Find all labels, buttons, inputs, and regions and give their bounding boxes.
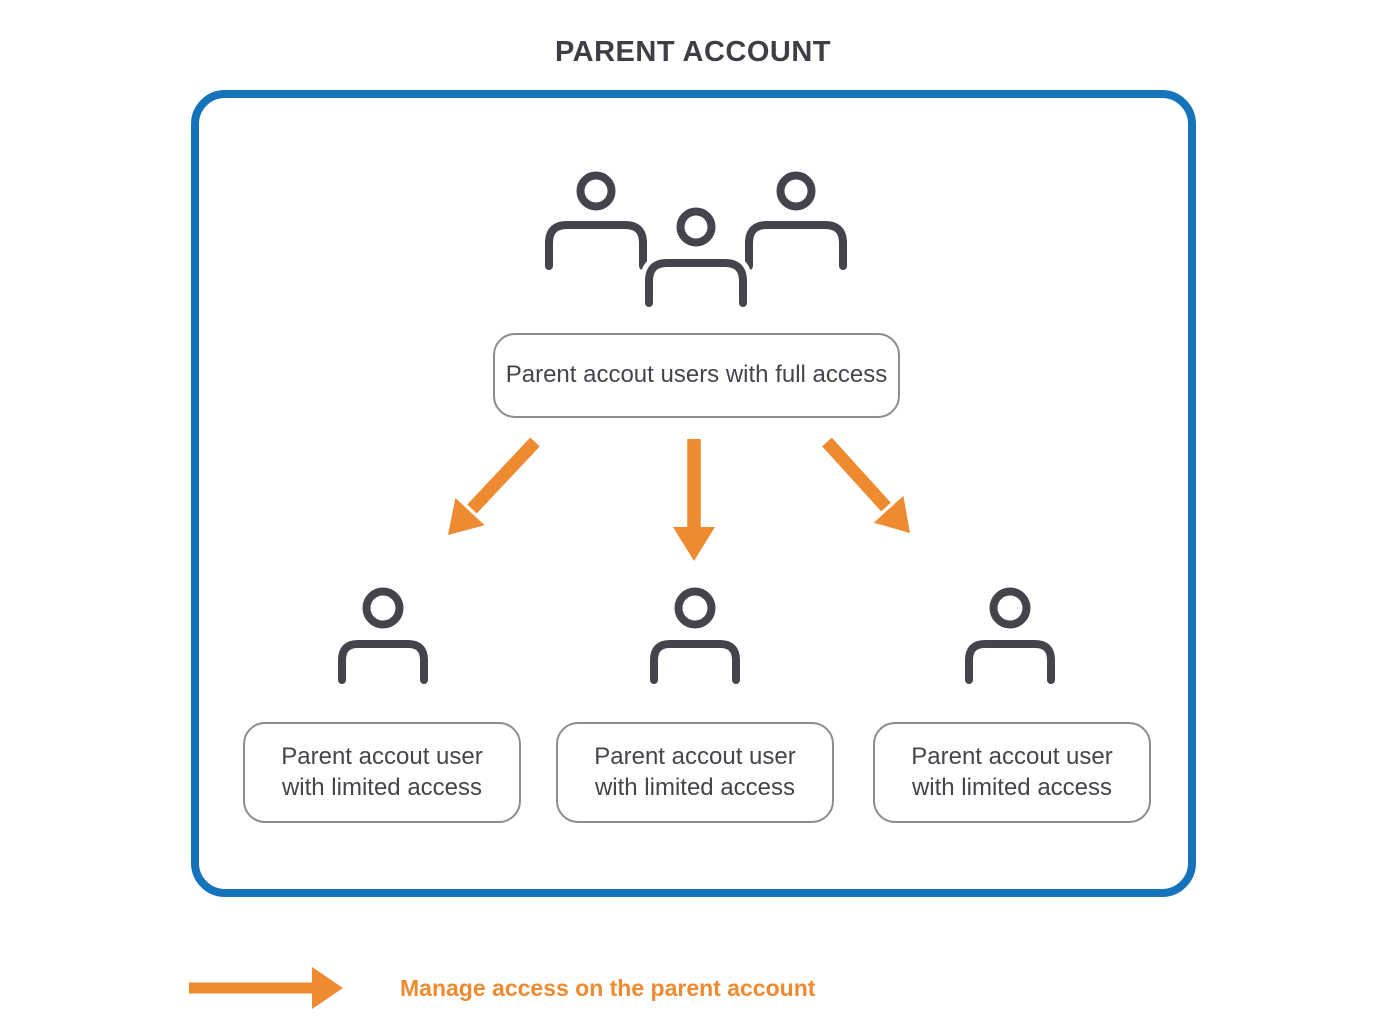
user-icon <box>338 587 428 684</box>
full-access-node: Parent accout users with full access <box>493 333 900 418</box>
full-access-label: Parent accout users with full access <box>505 361 888 389</box>
limited-access-label-line2: with limited access <box>911 773 1113 801</box>
limited-access-label: Parent accout user with limited access <box>594 742 795 803</box>
limited-access-label: Parent accout user with limited access <box>281 742 482 803</box>
limited-access-label: Parent accout user with limited access <box>911 742 1112 803</box>
manage-access-arrow-right-icon <box>822 437 910 533</box>
legend-label: Manage access on the parent account <box>400 974 816 1001</box>
limited-access-label-line2: with limited access <box>281 773 483 801</box>
manage-access-arrow-left-icon <box>448 437 540 535</box>
limited-access-node: Parent accout user with limited access <box>873 722 1151 823</box>
user-icon <box>650 587 740 684</box>
limited-access-node: Parent accout user with limited access <box>556 722 834 823</box>
users-group-icon <box>545 171 847 312</box>
manage-access-arrow-middle-icon <box>673 439 715 561</box>
limited-access-label-line1: Parent accout user <box>594 743 796 771</box>
limited-access-label-line1: Parent accout user <box>281 743 483 771</box>
diagram-title: PARENT ACCOUNT <box>554 36 832 68</box>
limited-access-label-line1: Parent accout user <box>911 743 1113 771</box>
limited-access-node: Parent accout user with limited access <box>243 722 521 823</box>
user-icon <box>965 587 1055 684</box>
manage-access-legend-arrow-icon <box>189 967 343 1009</box>
legend: Manage access on the parent account <box>187 962 815 1014</box>
limited-access-label-line2: with limited access <box>594 773 796 801</box>
